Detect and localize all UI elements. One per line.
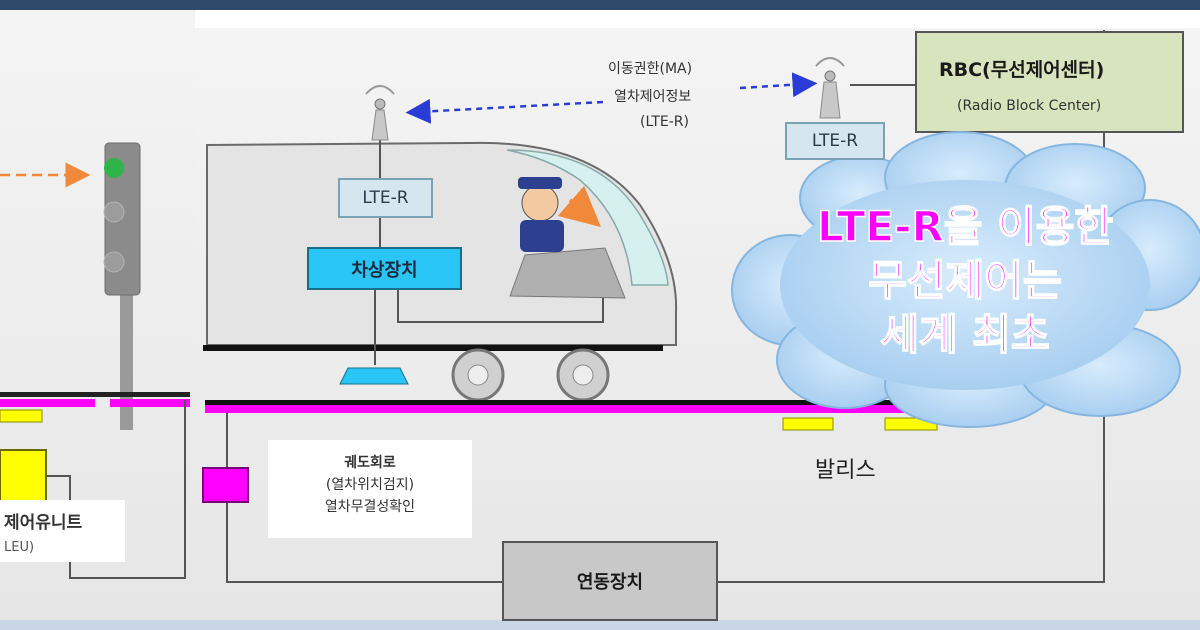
- driver-head: [521, 184, 559, 222]
- rbc-subtitle: (Radio Block Center): [957, 98, 1102, 114]
- main-rail-magenta: [205, 405, 975, 413]
- wayside-antenna-icon: [819, 81, 841, 119]
- driver-seat: [509, 247, 626, 299]
- track-circuit-label: 궤도회로 (열차위치검지) 열차무결성확인: [268, 452, 472, 518]
- headline-cloud: [731, 131, 1200, 428]
- driver-body: [520, 220, 564, 252]
- interlocking-label: 연동장치: [576, 572, 644, 593]
- onboard-unit-box: 차상장치: [307, 247, 462, 290]
- train-body: [206, 141, 678, 346]
- onboard-lte-label: LTE-R: [362, 188, 409, 208]
- left-rail-line: [0, 392, 190, 397]
- train-antenna-icon: [365, 85, 395, 95]
- interlocking-label-box: 연동장치: [503, 542, 717, 620]
- radio-link-label-2: 열차제어정보: [614, 89, 692, 105]
- bottom-frame-bar: [0, 620, 1200, 630]
- track-circuit-line-2: (열차위치검지): [325, 477, 415, 493]
- leu-label-bg: [0, 500, 125, 562]
- signal-light: [103, 251, 125, 273]
- headline-line-2: 무선제어는: [868, 255, 1063, 306]
- radio-link-label-1: 이동권한(MA): [608, 61, 693, 77]
- headline-line-1: LTE-R을 이용한: [816, 201, 1114, 252]
- train-wheel: [572, 364, 594, 386]
- balise: [782, 417, 834, 431]
- rbc-box: [915, 31, 1184, 133]
- onboard-unit-label: 차상장치: [351, 259, 418, 281]
- leu-wire: [46, 400, 186, 579]
- radio-link-label-3: (LTE-R): [640, 114, 689, 130]
- balise-label: 발리스: [815, 458, 876, 483]
- top-frame-bar: [0, 0, 1200, 10]
- rbc-title: RBC(무선제어센터): [939, 59, 1105, 81]
- left-rail-magenta: [110, 399, 190, 407]
- track-circuit-box: [202, 467, 249, 503]
- driver-gaze-arrow: [557, 185, 602, 228]
- signal-pole: [120, 285, 133, 430]
- left-rail-magenta: [0, 399, 95, 407]
- leu-unit-label: 제어유니트: [4, 513, 83, 533]
- leu-box: [0, 449, 47, 503]
- onboard-lte-box: LTE-R: [338, 178, 433, 218]
- driver-cap: [518, 177, 562, 189]
- wayside-lte-label: LTE-R: [811, 131, 859, 151]
- track-circuit-line-3: 열차무결성확인: [324, 499, 416, 515]
- train-chassis: [203, 345, 663, 351]
- headline-text: LTE-R을 이용한 무선제어는 세계 최초: [770, 200, 1160, 362]
- onboard-antenna-sensor: [339, 367, 409, 385]
- radio-link-arrow-to-train: [405, 98, 604, 124]
- train-wheel: [467, 364, 489, 386]
- main-rail: [205, 400, 975, 405]
- wayside-antenna-icon: [815, 57, 845, 67]
- interlocking-box: [502, 541, 718, 621]
- track-circuit-label-bg: [268, 440, 472, 538]
- train-windshield: [506, 149, 669, 286]
- onboard-to-cab-wire: [397, 290, 604, 323]
- headline-line-3: 세계 최초: [880, 309, 1051, 360]
- signal-green-light: [104, 158, 124, 178]
- train-antenna-icon: [371, 109, 389, 141]
- train-antenna-icon: [374, 98, 386, 110]
- track-circuit-line-1: 궤도회로: [344, 455, 396, 471]
- left-balise: [0, 409, 43, 423]
- wayside-antenna-icon: [824, 70, 836, 82]
- signal-light: [103, 201, 125, 223]
- wayside-lte-box: LTE-R: [785, 122, 885, 160]
- leu-abbr-label: LEU): [4, 540, 35, 555]
